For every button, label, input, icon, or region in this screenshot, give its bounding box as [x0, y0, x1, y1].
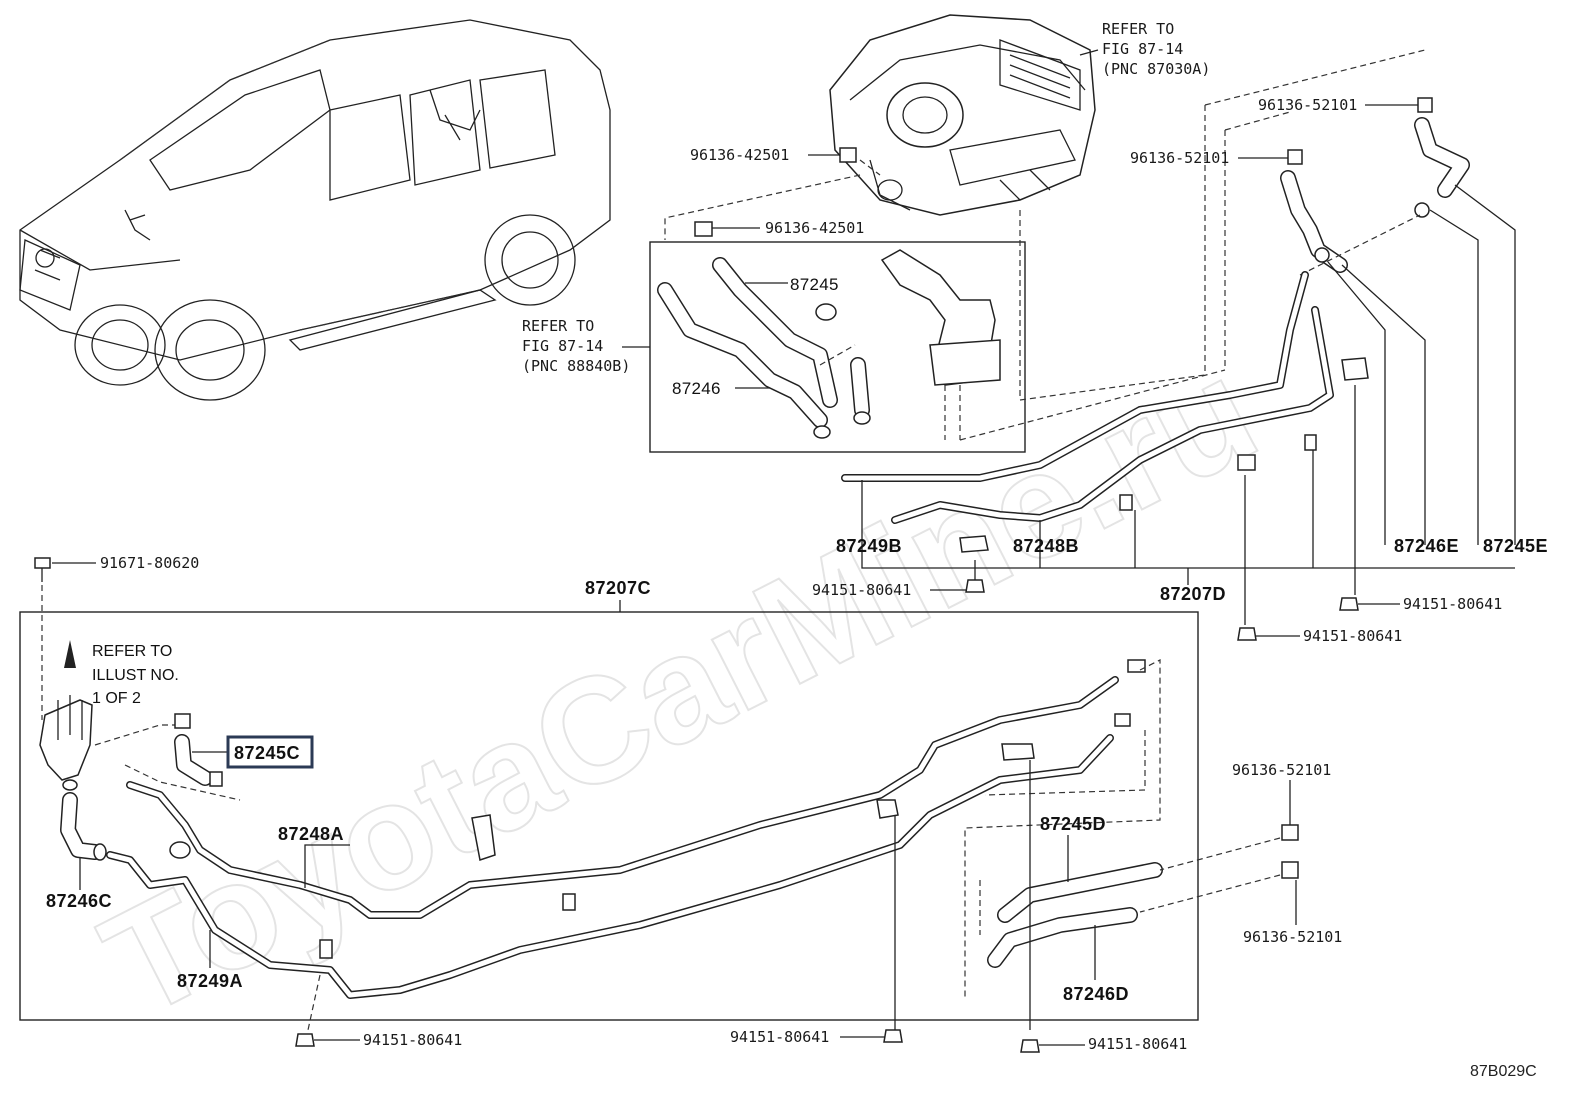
- part-label-87246E: 87246E: [1394, 536, 1459, 556]
- up-arrow-icon: [64, 640, 76, 668]
- part-label-87245C: 87245C: [234, 743, 300, 763]
- part-label-87249A: 87249A: [177, 971, 243, 991]
- part-label-87246: 87246: [672, 379, 721, 398]
- refer-illust-line3: 1 OF 2: [92, 690, 141, 707]
- part-label-96136-52101-b: 96136-52101: [1130, 149, 1229, 167]
- water-valve-illustration: [39, 695, 93, 791]
- vehicle-illustration: [19, 19, 611, 401]
- figure-code: 87B029C: [1470, 1063, 1537, 1080]
- heater-unit-illustration: [829, 14, 1096, 216]
- refer-unit-line3: (PNC 87030A): [1102, 60, 1210, 78]
- refer-unit-line1: REFER TO: [1102, 20, 1174, 38]
- refer-unit-line2: FIG 87-14: [1102, 40, 1183, 58]
- part-label-87248A: 87248A: [278, 824, 344, 844]
- part-label-91671-80620: 91671-80620: [100, 554, 199, 572]
- highlight-box-87245C[interactable]: [226, 735, 314, 769]
- refer-box-line3: (PNC 88840B): [522, 357, 630, 375]
- assembly-box-87207C: [19, 611, 1199, 1021]
- part-label-87249B: 87249B: [836, 536, 902, 556]
- part-label-96136-52101-a: 96136-52101: [1258, 96, 1357, 114]
- part-label-87207C: 87207C: [585, 578, 651, 598]
- part-label-94151-80641-e: 94151-80641: [730, 1028, 829, 1046]
- refer-box-line1: REFER TO: [522, 317, 594, 335]
- part-label-94151-80641-f: 94151-80641: [1088, 1035, 1187, 1053]
- part-label-87248B: 87248B: [1013, 536, 1079, 556]
- part-label-87207D: 87207D: [1160, 584, 1226, 604]
- part-label-96136-52101-d: 96136-52101: [1243, 928, 1342, 946]
- part-label-96136-42501-upper: 96136-42501: [690, 146, 789, 164]
- part-label-94151-80641-c: 94151-80641: [1303, 627, 1402, 645]
- refer-box-line2: FIG 87-14: [522, 337, 603, 355]
- part-label-94151-80641-b: 94151-80641: [1403, 595, 1502, 613]
- part-label-96136-52101-c: 96136-52101: [1232, 761, 1331, 779]
- refer-illust-line1: REFER TO: [92, 643, 172, 660]
- part-label-94151-80641-d: 94151-80641: [363, 1031, 462, 1049]
- part-label-87245E: 87245E: [1483, 536, 1548, 556]
- part-label-87246D: 87246D: [1063, 984, 1129, 1004]
- part-label-87245D: 87245D: [1040, 814, 1106, 834]
- part-label-96136-42501-lower: 96136-42501: [765, 219, 864, 237]
- part-label-94151-80641-a: 94151-80641: [812, 581, 911, 599]
- part-label-87246C: 87246C: [46, 891, 112, 911]
- refer-illust-line2: ILLUST NO.: [92, 667, 179, 684]
- part-label-87245: 87245: [790, 275, 839, 294]
